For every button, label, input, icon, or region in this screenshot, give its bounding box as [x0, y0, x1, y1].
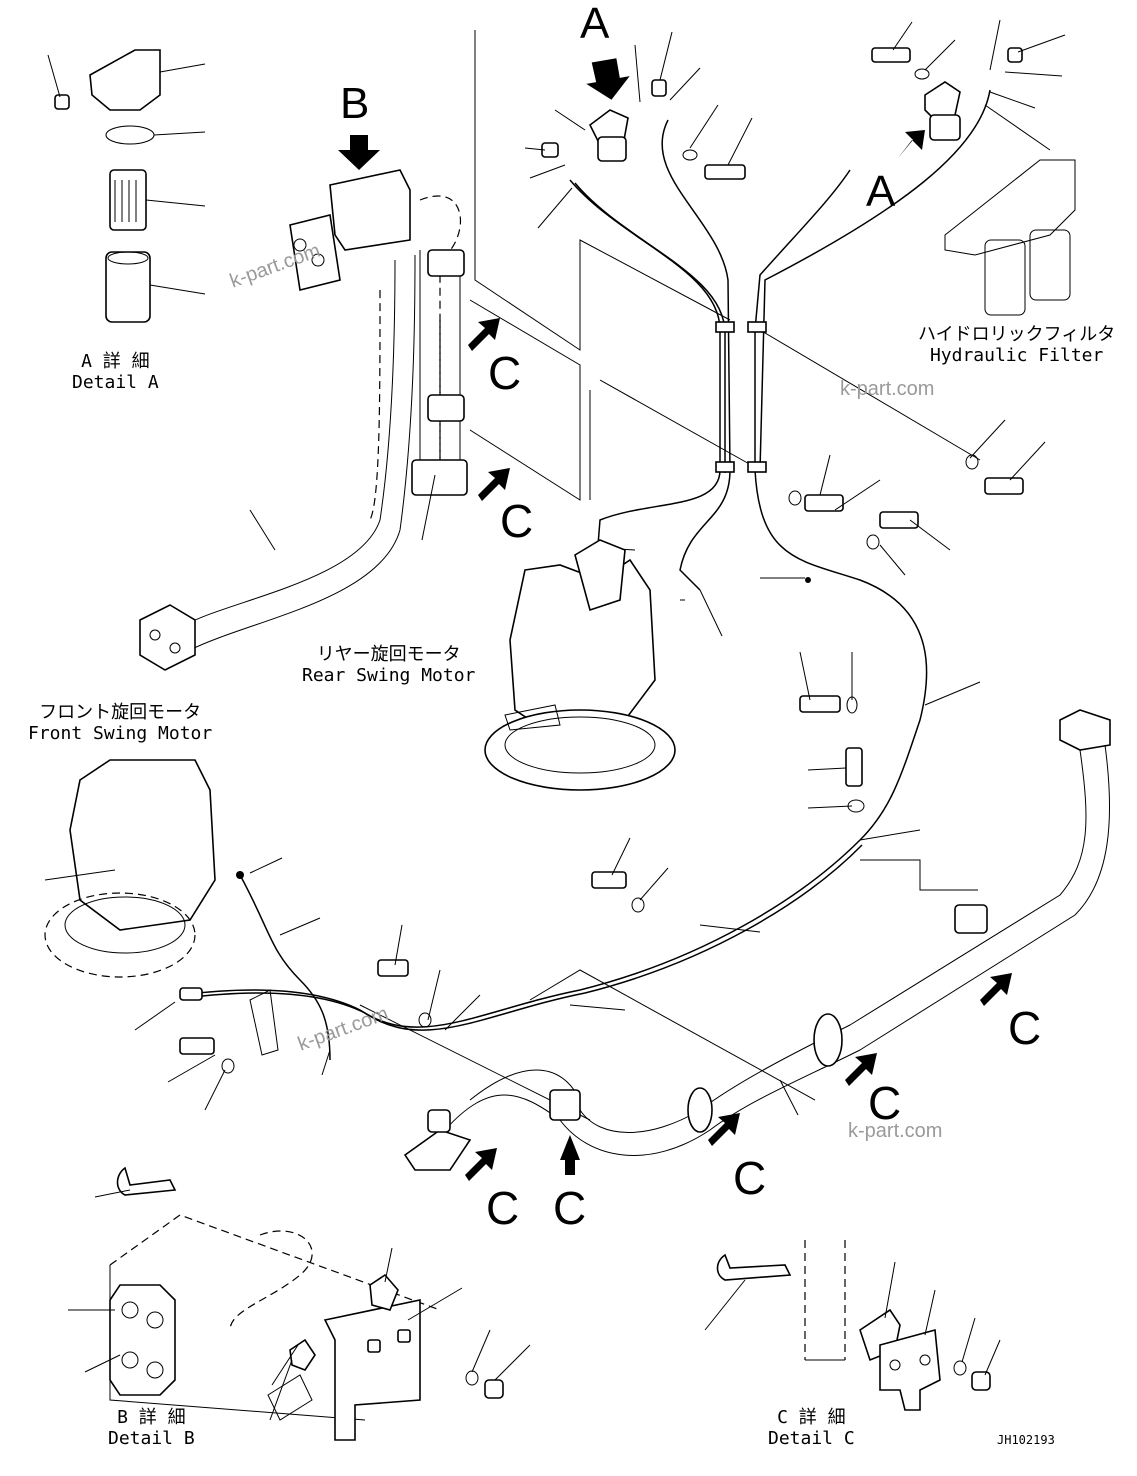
detail-c-group [704, 1240, 1001, 1411]
rear-motor-en: Rear Swing Motor [302, 664, 476, 686]
drawing-code: JH102193 [997, 1433, 1055, 1447]
watermark-2: k-part.com [840, 378, 935, 400]
leader-zigzag [474, 30, 731, 351]
detail-b-jp: B 詳 細 [117, 1407, 186, 1428]
view-letter-c-6: C [486, 1182, 520, 1234]
view-arrows [338, 58, 1012, 1181]
front-motor-jp: フロント旋回モータ [39, 702, 202, 723]
front-motor-en: Front Swing Motor [28, 722, 213, 744]
view-letter-c-5: C [733, 1152, 767, 1204]
filter-plug [54, 94, 70, 110]
view-letter-a-right: A [866, 167, 896, 216]
filter-head [89, 49, 161, 111]
view-letter-a-top: A [580, 0, 610, 48]
detail-b-en: Detail B [108, 1427, 195, 1449]
view-letter-c-2: C [500, 495, 534, 547]
pipe-b [139, 169, 468, 671]
view-letter-c-7: C [553, 1182, 587, 1234]
view-letter-c-1: C [488, 347, 522, 399]
detail-c-label: C 詳 細 Detail C [768, 1407, 855, 1449]
right-pipe [403, 709, 1111, 1171]
filter-case [105, 251, 151, 323]
front-motor-label: フロント旋回モータ Front Swing Motor [28, 702, 213, 744]
rear-motor-label: リヤー旋回モータ Rear Swing Motor [302, 644, 476, 686]
bolt [871, 47, 911, 63]
hydraulic-filter-label: ハイドロリックフィルタ Hydraulic Filter [918, 324, 1116, 366]
hydraulic-filter-jp: ハイドロリックフィルタ [918, 324, 1116, 345]
detail-a-group [47, 49, 206, 323]
detail-b-label: B 詳 細 Detail B [108, 1407, 195, 1449]
hydraulic-filter-group [871, 19, 1076, 316]
view-letter-c-3: C [1008, 1002, 1042, 1054]
view-letter-c-4: C [868, 1077, 902, 1129]
filter-a-center [524, 31, 753, 229]
detail-a-en: Detail A [72, 371, 159, 393]
detail-c-en: Detail C [768, 1427, 855, 1449]
detail-a-label: A 詳 細 Detail A [72, 351, 159, 393]
detail-b-group [68, 1166, 531, 1441]
watermark-4: k-part.com [848, 1120, 943, 1142]
view-letter-b: B [340, 79, 370, 128]
detail-a-jp: A 詳 細 [81, 351, 150, 372]
detail-c-jp: C 詳 細 [777, 1407, 846, 1428]
front-swing-motor [44, 759, 216, 978]
rear-swing-motor [484, 539, 676, 791]
o-ring [105, 125, 155, 145]
hydraulic-filter-en: Hydraulic Filter [929, 344, 1104, 366]
rear-motor-jp: リヤー旋回モータ [316, 644, 461, 665]
